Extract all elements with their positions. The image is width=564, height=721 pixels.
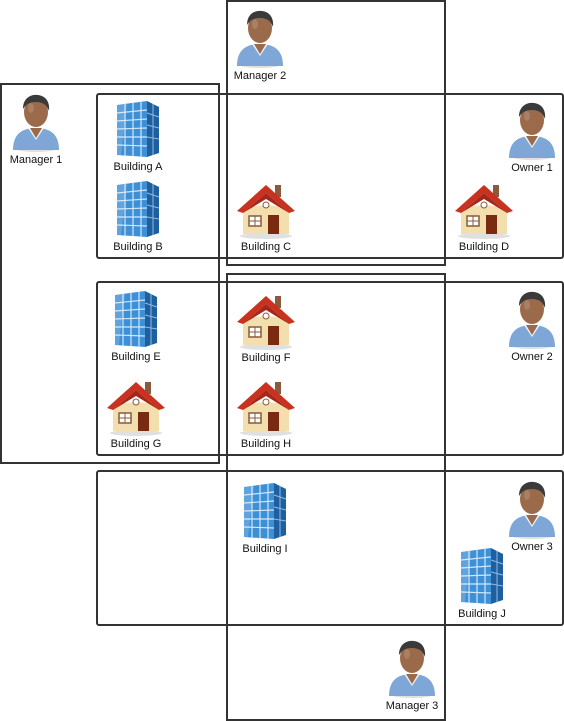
building-e-label: Building E: [111, 351, 161, 363]
house-icon: [237, 296, 295, 350]
building-j-node[interactable]: Building J: [437, 546, 527, 630]
house-icon: [237, 185, 295, 239]
manager-2-label: Manager 2: [233, 70, 287, 82]
manager-3-column-frame: [226, 273, 446, 721]
office-tower-icon: [116, 181, 160, 237]
manager-1-node[interactable]: Manager 1: [0, 90, 81, 174]
person-icon: [509, 481, 555, 539]
building-c-label: Building C: [240, 241, 292, 253]
owner-1-node[interactable]: Owner 1: [487, 98, 564, 182]
house-icon: [107, 382, 165, 436]
building-c-node[interactable]: Building C: [221, 179, 311, 263]
building-g-node[interactable]: Building G: [91, 376, 181, 460]
building-e-node[interactable]: Building E: [91, 289, 181, 373]
owner-3-label: Owner 3: [511, 541, 553, 553]
person-icon: [237, 10, 283, 68]
building-h-label: Building H: [240, 438, 292, 450]
building-f-label: Building F: [241, 352, 291, 364]
house-icon: [455, 185, 513, 239]
office-tower-icon: [114, 291, 158, 347]
office-tower-icon: [460, 548, 504, 604]
office-tower-icon: [116, 101, 160, 157]
office-tower-icon: [243, 483, 287, 539]
house-icon: [237, 382, 295, 436]
building-b-label: Building B: [113, 241, 163, 253]
manager-3-label: Manager 3: [385, 700, 439, 712]
person-icon: [509, 102, 555, 160]
building-i-node[interactable]: Building I: [220, 481, 310, 565]
person-icon: [509, 291, 555, 349]
person-icon: [389, 640, 435, 698]
building-j-label: Building J: [458, 608, 506, 620]
building-a-label: Building A: [113, 161, 163, 173]
owner-2-row-frame: [96, 281, 564, 456]
building-f-node[interactable]: Building F: [221, 290, 311, 374]
building-b-node[interactable]: Building B: [93, 179, 183, 263]
building-d-node[interactable]: Building D: [439, 179, 529, 263]
owner-1-row-frame: [96, 93, 564, 259]
manager-2-column-frame: [226, 0, 446, 266]
owner-3-row-frame: [96, 470, 564, 626]
person-icon: [13, 94, 59, 152]
manager-2-node[interactable]: Manager 2: [215, 6, 305, 90]
owner-2-label: Owner 2: [511, 351, 553, 363]
building-i-label: Building I: [242, 543, 288, 555]
owner-1-label: Owner 1: [511, 162, 553, 174]
owner-2-node[interactable]: Owner 2: [487, 287, 564, 371]
manager-1-row-frame: [0, 83, 220, 464]
building-g-label: Building G: [110, 438, 162, 450]
owner-3-node[interactable]: Owner 3: [487, 477, 564, 561]
building-a-node[interactable]: Building A: [93, 99, 183, 183]
building-d-label: Building D: [458, 241, 510, 253]
building-h-node[interactable]: Building H: [221, 376, 311, 460]
manager-3-node[interactable]: Manager 3: [367, 636, 457, 720]
manager-1-label: Manager 1: [9, 154, 63, 166]
